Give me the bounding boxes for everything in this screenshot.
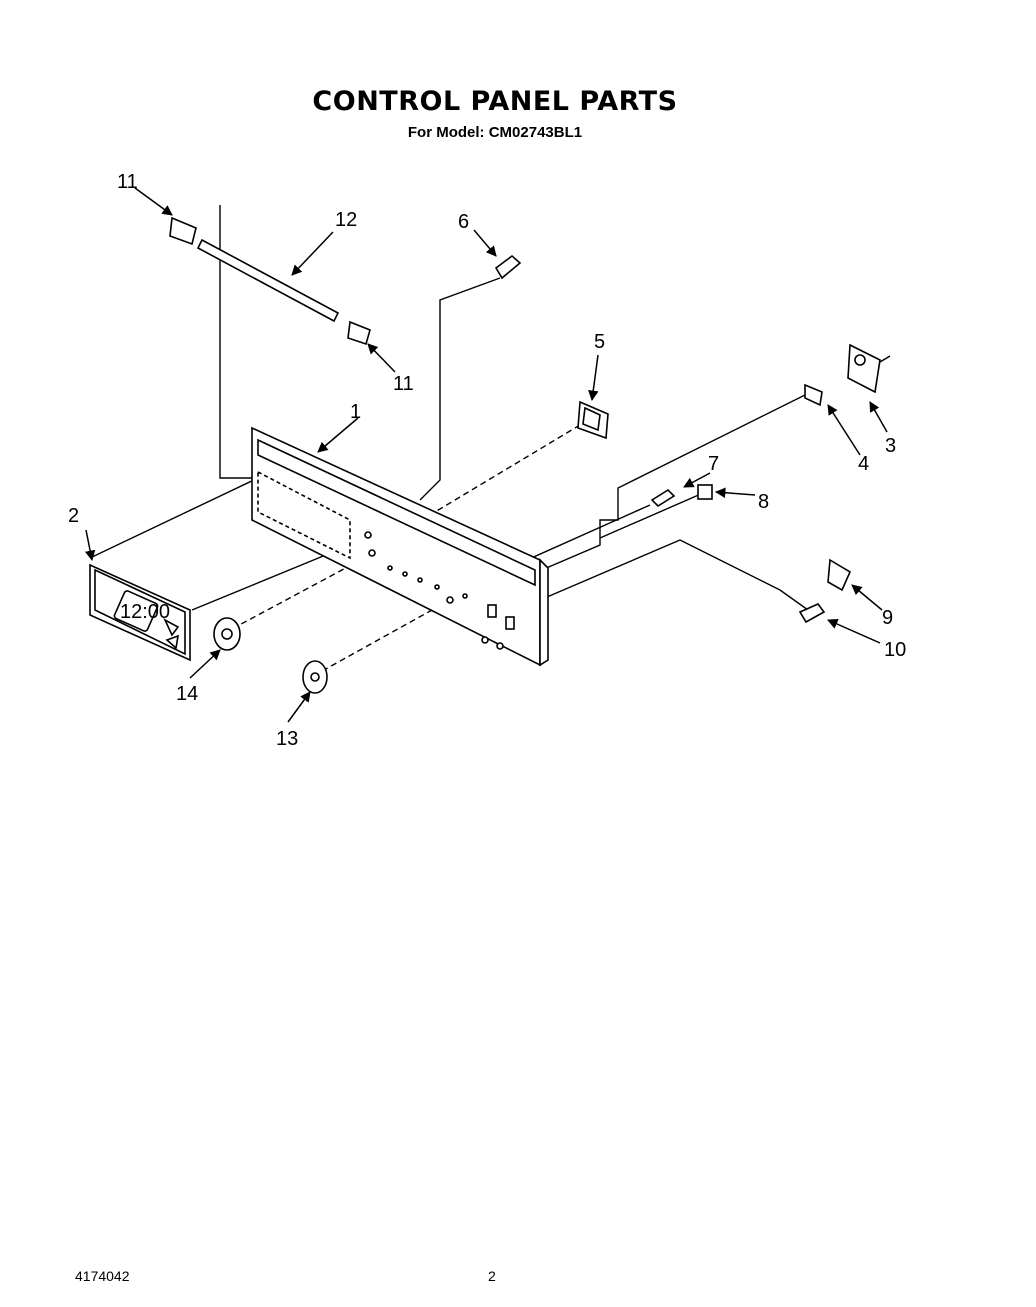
callout-12: 12 [335,209,357,231]
callout-6: 6 [458,211,469,233]
callout-10: 10 [884,639,906,661]
washer-part [213,617,241,651]
callout-9: 9 [882,607,893,629]
end-cap-part-upper [169,216,197,246]
callout-1: 1 [350,401,361,423]
connector-part [494,254,522,280]
clip-part [827,558,852,592]
callout-14: 14 [176,683,198,705]
callout-arrows [84,187,888,723]
callout-11-lower: 11 [393,373,414,395]
assembly-guide-lines [89,205,809,676]
timer-motor-part [847,343,891,394]
plug-part [798,603,826,624]
switch-block-part [697,484,713,500]
callout-3: 3 [885,435,896,457]
small-fitting-part [650,488,676,508]
display-readout: 12:00 [120,601,170,623]
bracket-part [804,383,823,407]
callout-11-upper: 11 [117,171,138,193]
end-cap-part-lower [347,320,371,346]
callout-5: 5 [594,331,605,353]
knob-part [302,660,328,694]
page-title: CONTROL PANEL PARTS [312,86,678,117]
callout-7: 7 [708,453,719,475]
digital-display-part: 12:00 [89,563,191,662]
page-number: 2 [488,1268,496,1284]
model-subtitle: For Model: CM02743BL1 [407,124,583,141]
rod-part [196,238,340,323]
callout-13: 13 [276,728,298,750]
callout-2: 2 [68,505,79,527]
control-panel-part [251,426,549,667]
callout-4: 4 [858,453,869,475]
pad-block-part [577,400,609,440]
callout-8: 8 [758,491,769,513]
document-number: 4174042 [75,1268,130,1284]
